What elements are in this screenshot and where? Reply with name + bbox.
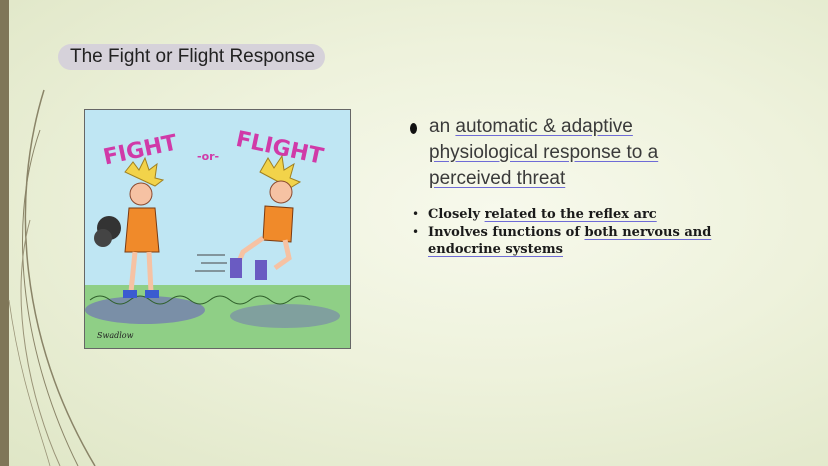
bullet-dot-icon: • bbox=[412, 225, 420, 239]
sub-bullet-item: • Closely related to the reflex arc bbox=[412, 207, 657, 222]
fight-or-flight-cartoon: FIGHT -or- FLIGHT Swadlow bbox=[84, 109, 351, 349]
sub-bullet-item: • Involves functions of both nervous and… bbox=[412, 225, 712, 257]
cartoon-fight-text: FIGHT bbox=[101, 130, 179, 170]
decorative-swoosh bbox=[8, 89, 96, 466]
cartoon-or-text: -or- bbox=[197, 150, 219, 163]
sub-bullet-list: • Closely related to the reflex arc • In… bbox=[410, 206, 740, 259]
bullet-dot-icon bbox=[410, 123, 417, 134]
cartoon-signature: Swadlow bbox=[97, 331, 134, 340]
slide-title: The Fight or Flight Response bbox=[58, 44, 326, 70]
main-bullet-text: an automatic & adaptive physiological re… bbox=[429, 116, 659, 189]
fighter-figure bbox=[94, 156, 165, 298]
flight-figure bbox=[195, 154, 302, 280]
bullet-dot-icon: • bbox=[412, 207, 420, 221]
left-accent-bar bbox=[0, 0, 9, 466]
main-bullet: an automatic & adaptive physiological re… bbox=[410, 114, 710, 192]
